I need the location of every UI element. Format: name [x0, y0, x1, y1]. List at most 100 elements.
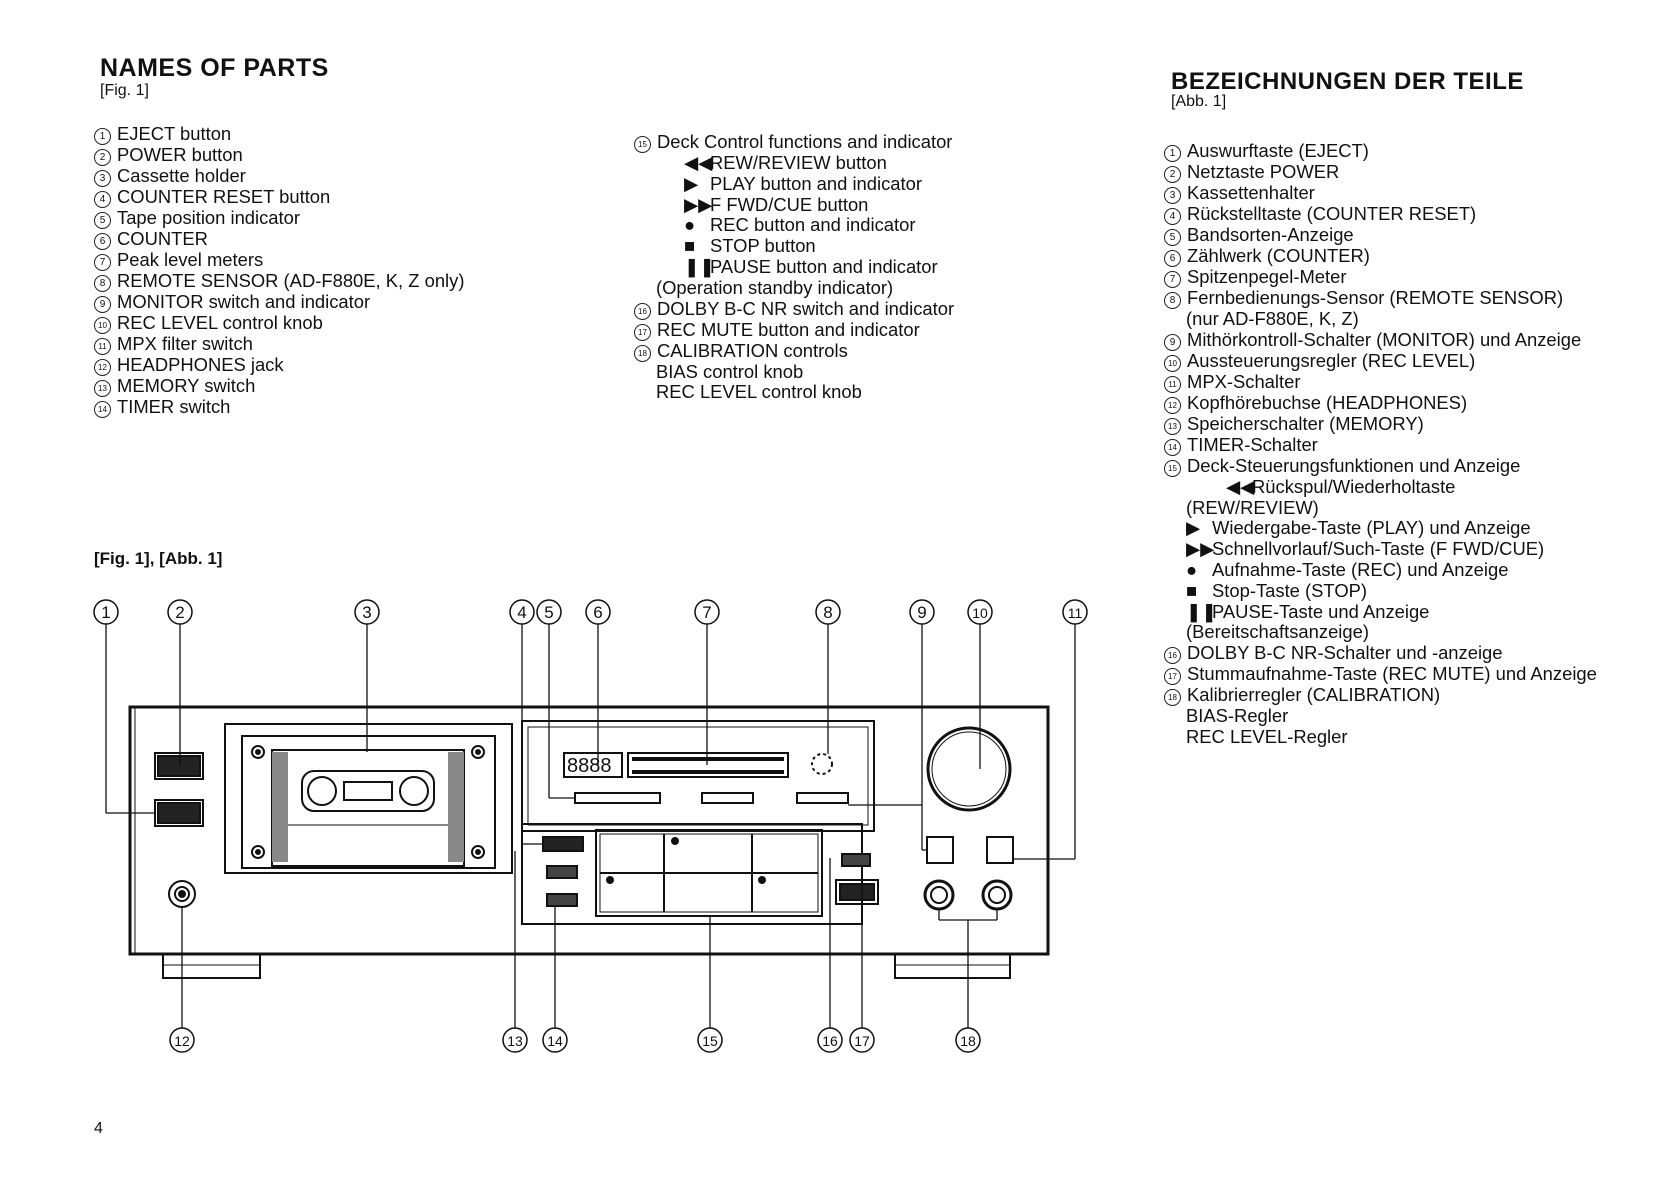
item-text: Aufnahme-Taste (REC) und Anzeige — [1212, 558, 1509, 580]
svg-text:6: 6 — [593, 603, 602, 622]
item-text: HEADPHONES jack — [117, 354, 284, 375]
callout-4: 4 — [509, 599, 535, 625]
item-text: Kopfhörebuchse (HEADPHONES) — [1187, 391, 1468, 413]
remote-sensor — [811, 753, 833, 775]
deck-control-item: ▶Wiedergabe-Taste (PLAY) und Anzeige — [1164, 517, 1597, 539]
control-symbol-icon: ■ — [1186, 579, 1198, 601]
callout-13: 13 — [502, 1027, 528, 1053]
item-text: Zählwerk (COUNTER) — [1187, 245, 1370, 266]
item-text: COUNTER RESET button — [117, 186, 331, 207]
timer-switch — [546, 893, 578, 907]
callout-3: 3 — [354, 599, 380, 625]
deck-control-item: ▶▶Schnellvorlauf/Such-Taste (F FWD/CUE) — [1164, 538, 1597, 560]
item-number-badge: 10 — [94, 317, 111, 334]
page-title-en: NAMES OF PARTS — [100, 54, 329, 82]
item-number-badge: 3 — [94, 170, 111, 187]
callout-15: 15 — [697, 1027, 723, 1053]
item-number-badge: 1 — [1164, 145, 1181, 162]
item-number-badge: 6 — [94, 233, 111, 250]
part-item: 2 Netztaste POWER — [1164, 161, 1597, 183]
item-text: REC LEVEL control knob — [656, 381, 862, 403]
item-text: BIAS control knob — [656, 360, 804, 382]
cassette-window — [301, 770, 435, 812]
item-text: Fernbedienungs-Sensor (REMOTE SENSOR) — [1187, 287, 1564, 308]
svg-text:10: 10 — [972, 605, 988, 621]
item-number-badge: 13 — [1164, 417, 1181, 435]
item-number-badge: 9 — [1164, 333, 1181, 351]
svg-text:14: 14 — [547, 1033, 563, 1049]
deck-control-item: ▶▶F FWD/CUE button — [634, 194, 954, 216]
page-title-de: BEZEICHNUNGEN DER TEILE — [1171, 68, 1524, 95]
item-text: REMOTE SENSOR (AD-F880E, K, Z only) — [117, 270, 465, 291]
fig-ref-en: [Fig. 1] — [100, 82, 149, 99]
item-text: Netztaste POWER — [1187, 161, 1340, 182]
calibration-sub-item: BIAS control knob — [634, 360, 954, 383]
item-number-badge: 7 — [1164, 271, 1181, 288]
item-text: Bandsorten-Anzeige — [1187, 224, 1354, 245]
callout-1: 1 — [93, 599, 119, 625]
item-text: Kalibrierregler (CALIBRATION) — [1187, 684, 1441, 706]
deck-control-item: ■STOP button — [634, 235, 954, 257]
item-number-badge: 5 — [94, 212, 111, 229]
callout-9: 9 — [909, 599, 935, 625]
item-text: REW/REVIEW button — [710, 152, 887, 173]
svg-text:11: 11 — [1068, 605, 1083, 621]
item-number-badge: 4 — [94, 191, 111, 208]
control-symbol-icon: ◀◀ — [1226, 475, 1255, 497]
callout-8: 8 — [815, 599, 841, 625]
figure-label: [Fig. 1], [Abb. 1] — [94, 549, 223, 568]
callout-10: 10 — [967, 599, 993, 625]
svg-text:15: 15 — [702, 1033, 718, 1049]
item-text: Rückspul/Wiederholtaste — [1252, 475, 1456, 497]
item-text: PAUSE button and indicator — [710, 255, 938, 277]
deck-control-item: ●REC button and indicator — [634, 214, 954, 236]
callout-5: 5 — [536, 599, 562, 625]
item-text: Stummaufnahme-Taste (REC MUTE) und Anzei… — [1187, 663, 1597, 685]
fig-ref-de: [Abb. 1] — [1171, 93, 1227, 110]
deck-control-item: ●Aufnahme-Taste (REC) und Anzeige — [1164, 558, 1597, 581]
item-number-badge: 11 — [1164, 375, 1181, 393]
item-number-badge: 2 — [1164, 166, 1181, 183]
display-panel — [521, 720, 875, 832]
item-text: REC button and indicator — [710, 214, 916, 236]
part-item: 4 Rückstelltaste (COUNTER RESET) — [1164, 203, 1597, 225]
item-number-badge: 6 — [1164, 250, 1181, 267]
item-text: MONITOR switch and indicator — [117, 291, 371, 312]
item-text: REC LEVEL-Regler — [1186, 725, 1348, 747]
rec-level-knob — [926, 726, 1012, 812]
item-text: Rückstelltaste (COUNTER RESET) — [1187, 203, 1477, 224]
item-text: CALIBRATION controls — [657, 339, 848, 361]
part-item: 2 POWER button — [94, 144, 464, 166]
bias-knob — [923, 879, 955, 911]
item-text: TIMER-Schalter — [1187, 433, 1318, 455]
item-text: Stop-Taste (STOP) — [1212, 579, 1368, 601]
power-button — [154, 752, 204, 780]
deck-body — [128, 705, 1050, 956]
item-number-badge: 17 — [634, 323, 651, 341]
item-text: MPX filter switch — [117, 333, 253, 354]
item-number-badge: 4 — [1164, 208, 1181, 225]
item-text: POWER button — [117, 144, 243, 165]
item-text: (REW/REVIEW) — [1186, 496, 1319, 518]
callout-18: 18 — [955, 1027, 981, 1053]
control-symbol-icon: ▶ — [1186, 517, 1201, 539]
callout-11: 11 — [1062, 599, 1088, 625]
dolby-switch — [841, 853, 871, 867]
item-number-badge: 2 — [94, 149, 111, 166]
left-foot — [162, 954, 261, 979]
deck-control-item: ❚❚PAUSE-Taste und Anzeige — [1164, 601, 1597, 623]
item-number-badge: 8 — [94, 275, 111, 292]
